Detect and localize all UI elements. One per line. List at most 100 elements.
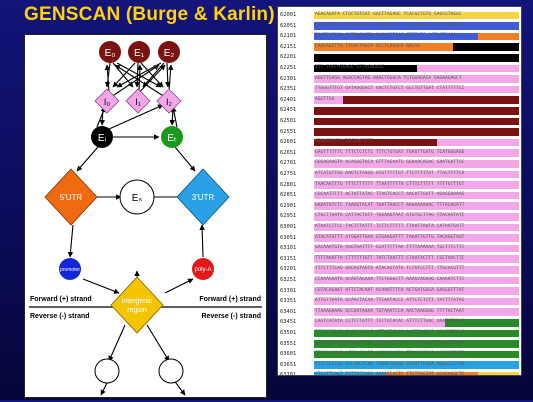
sequence-position: 63051 xyxy=(280,234,297,241)
sequence-position: 63651 xyxy=(280,361,297,368)
sequence-annotation-bar xyxy=(314,191,519,200)
sequence-annotation-bar xyxy=(314,350,519,359)
sequence-annotation-bar xyxy=(416,64,519,73)
sequence-annotation-bar xyxy=(314,22,519,30)
sequence-annotation-bar xyxy=(314,255,519,263)
sequence-position: 63451 xyxy=(280,319,297,326)
initial-exon-state xyxy=(91,126,113,148)
sequence-text: TAACAATTTG TTTCTTTTTT TTAATTTTTA CTTTCTT… xyxy=(315,181,465,187)
exon-2-state xyxy=(158,41,180,63)
sequence-position: 63001 xyxy=(280,224,297,230)
sequence-annotation-bar xyxy=(314,297,519,306)
state-diagram-svg: E₀ E₁ E₂ I₀ I₁ I₂ Eᵢ Eₜ 5'UTR Eₛ 3'UTR p… xyxy=(29,41,262,396)
sequence-annotation-bar xyxy=(314,53,519,62)
sequence-text: CTGCTTAATA CATTACTATT TGGAAGTAAT GTGTGCT… xyxy=(315,213,465,219)
sequence-annotation-bar xyxy=(314,287,519,295)
sequence-position: 63251 xyxy=(280,277,297,283)
reverse-state-right xyxy=(158,358,184,384)
polya-state xyxy=(192,258,214,280)
sequence-text: GGGAGAAGTA ACAGGGTACA GTTTAGAATG GGAAACA… xyxy=(315,160,465,166)
initial-exon-label: Eᵢ xyxy=(98,133,107,144)
genscan-state-diagram: E₀ E₁ E₂ I₀ I₁ I₂ Eᵢ Eₜ 5'UTR Eₛ 3'UTR p… xyxy=(24,34,267,398)
sequence-row: 62801 TAACAATTTG TTTCTTTTTT TTAATTTTTA CT… xyxy=(278,180,521,191)
exon-1-state xyxy=(128,41,150,63)
sequence-annotation-bar xyxy=(314,371,386,375)
sequence-position: 62651 xyxy=(280,149,297,156)
sequence-text: GTCCCACGAG ATGGACAAGT ACGGCAAGGA TTCCCAT… xyxy=(315,351,465,357)
sequence-position: 62401 xyxy=(280,96,297,103)
utr3-label: 3'UTR xyxy=(192,193,215,202)
sequence-position: 63301 xyxy=(280,287,297,294)
sequence-text: TTTCTTTCAG GGCAGTAGTG ATACAGTATA TCTGTCC… xyxy=(315,266,465,272)
sequence-text: ATTGTTAATA GCAACTACAA TTCAATACCC ATTCTCT… xyxy=(315,298,465,304)
sequence-text: GAGTTTTTTC TTTCTCTCTC TTTCTGTGAT TGAGTTG… xyxy=(315,149,465,155)
sequence-annotation-bar xyxy=(314,117,519,126)
sequence-text: CTCCCTGAGG AGAAGGTCAT CATCGGTGCC GCTAGCT… xyxy=(315,340,465,346)
sequence-row: 62451 xyxy=(278,105,521,116)
sequence-row: 62551 xyxy=(278,127,521,138)
sequence-annotation-bar xyxy=(478,371,519,375)
sequence-text: CGTACAGAAT ATTCTACAAT ACAAATTTCA ACTGATG… xyxy=(315,287,465,293)
sequence-position: 63201 xyxy=(280,266,297,273)
sequence-position: 62501 xyxy=(280,118,297,124)
sequence-text: CGCAATTTTT ACTATTATAC TTAGTCACCT AACATTG… xyxy=(315,192,465,198)
intron-2-label: I₂ xyxy=(166,97,173,107)
single-exon-state xyxy=(119,179,155,215)
sequence-row: 62251 TTT TGGTATGAGG GTTACAGAGC xyxy=(278,63,521,74)
sequence-text: GAAATATCTC TAAGGTACAT TAATTAACCT AAAAAAA… xyxy=(315,202,465,208)
sequence-position: 62051 xyxy=(280,22,297,29)
sequence-annotation-bar xyxy=(342,96,519,104)
sequence-row: 63301 CGTACAGAAT ATTCTACAAT ACAAATTTCA AC… xyxy=(278,286,521,297)
sequence-annotation-bar xyxy=(314,11,519,20)
exon-states: E₀ E₁ E₂ xyxy=(99,41,180,63)
exon-2-label: E₂ xyxy=(164,48,175,59)
reverse-state-left xyxy=(94,358,120,384)
sequence-annotation-bar xyxy=(437,138,519,147)
intron-0-state xyxy=(94,88,120,114)
forward-strand-right: Forward (+) strand xyxy=(199,296,261,303)
utr3-state xyxy=(176,168,230,226)
sequence-position: 62801 xyxy=(280,181,297,188)
sequence-annotation-bar xyxy=(314,43,454,51)
utr5-state xyxy=(44,168,98,226)
sequence-annotation-bar xyxy=(314,64,417,73)
sequence-annotation-bar xyxy=(314,159,519,168)
sequence-position: 62351 xyxy=(280,86,297,93)
polya-label: poly-A xyxy=(194,267,211,273)
intron-states: I₀ I₁ I₂ xyxy=(94,88,182,114)
sequence-annotation-bar xyxy=(385,371,478,375)
page-title: GENSCAN (Burge & Karlin) xyxy=(24,4,275,25)
sequence-text: TTTTAAATTA CTTTTTTGTT TATCTAATTT CTAATAC… xyxy=(315,255,465,261)
sequence-annotation-bar xyxy=(314,149,519,157)
sequence-position: 63701 xyxy=(280,372,297,376)
sequence-text: TTCCTCCCGA GTCAACTCAG TAAACTGGGG GCAATTC… xyxy=(315,361,465,367)
sequence-position: 63401 xyxy=(280,308,297,315)
sequence-position: 63551 xyxy=(280,340,297,347)
intron-0-label: I₀ xyxy=(104,97,111,107)
sequence-annotation-bar xyxy=(314,181,519,189)
sequence-text: TGGTTATCGA GGTGAGAGTA GAGACCTGAG GTTTATC… xyxy=(315,33,457,39)
sequence-annotation-bar xyxy=(314,85,519,94)
sequence-position: 62301 xyxy=(280,75,297,82)
sequence-annotation-bar xyxy=(314,234,519,242)
sequence-text: TTT TGGTATGAGG GTTACAGAGC xyxy=(315,65,385,70)
sequence-position: 62251 xyxy=(280,65,297,71)
